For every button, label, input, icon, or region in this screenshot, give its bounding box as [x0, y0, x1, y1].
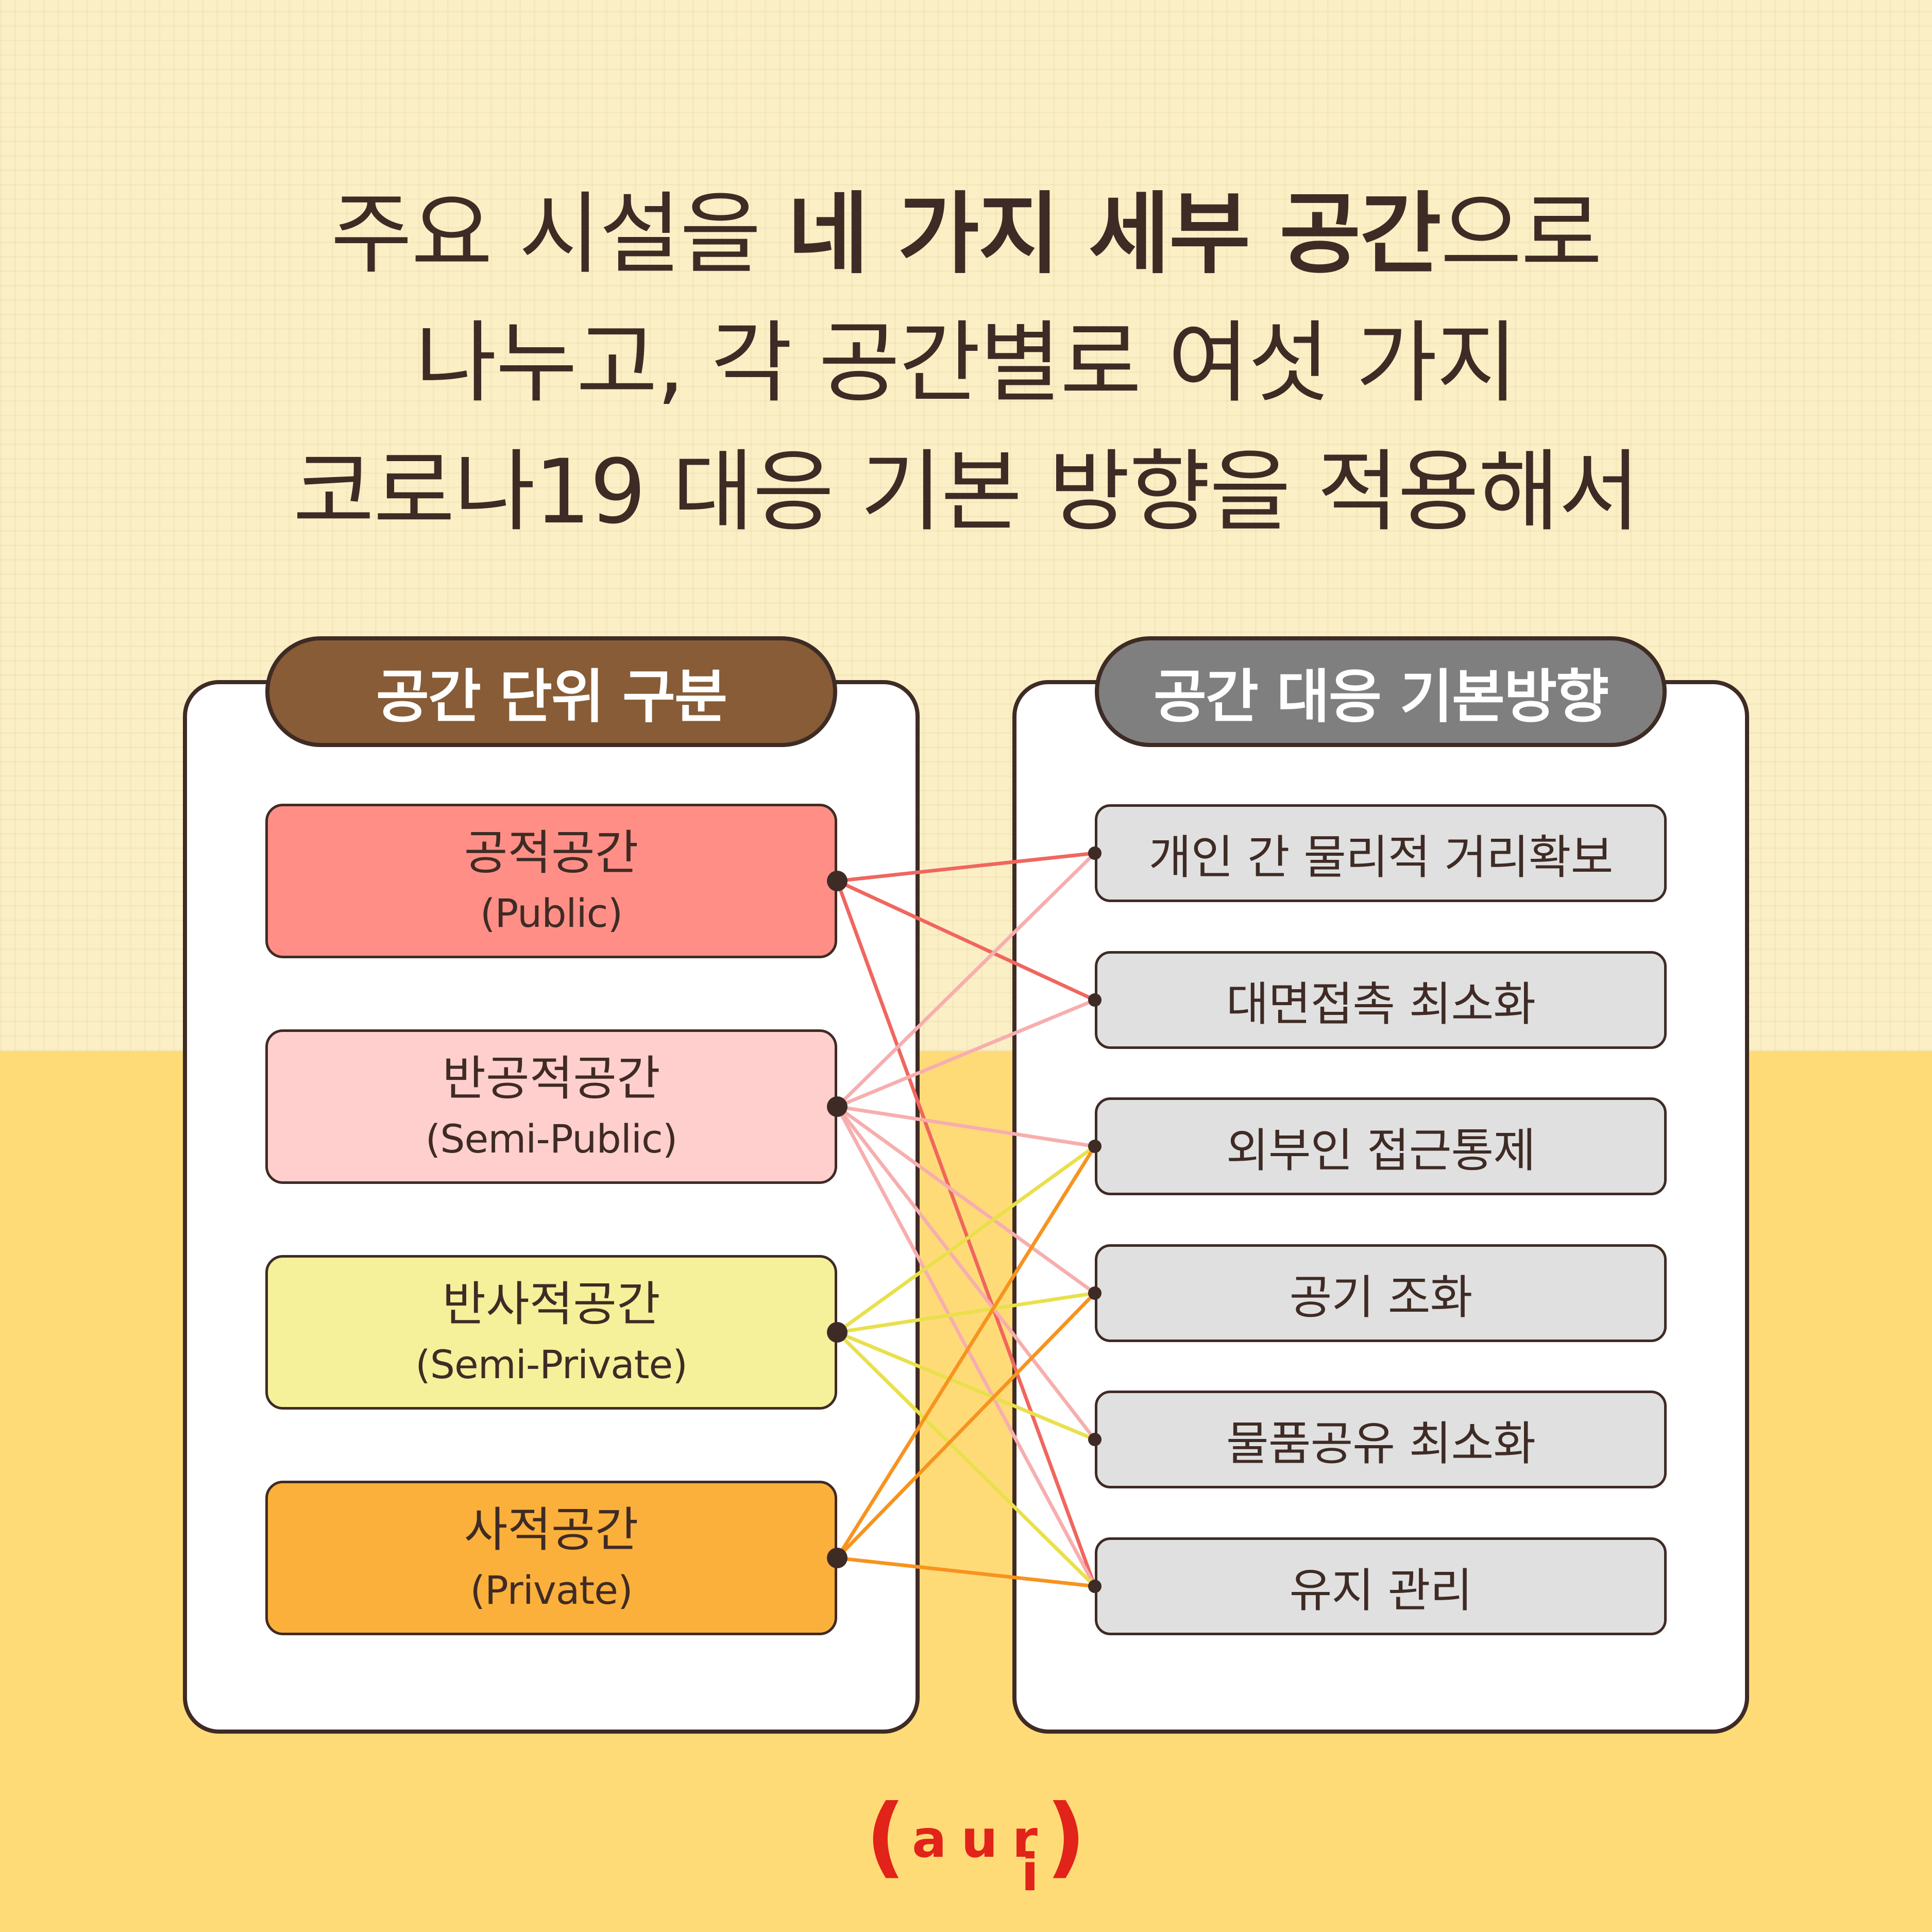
space-unit-title: 공간 단위 구분 [265, 636, 837, 747]
connection-line [837, 851, 1095, 883]
category-private: 사적공간 (Private) [265, 1481, 837, 1635]
logo-word: aur [912, 1809, 1052, 1869]
category-label-en: (Semi-Private) [415, 1341, 688, 1387]
category-public: 공적공간 (Public) [265, 804, 837, 958]
headline: 주요 시설을 네 가지 세부 공간으로 나누고, 각 공간별로 여섯 가지 코로… [0, 170, 1932, 556]
connection-line [836, 1292, 1096, 1560]
connection-line [835, 1106, 1097, 1587]
target-dot [1088, 1286, 1101, 1300]
connection-line [837, 1291, 1095, 1334]
source-dot [827, 1322, 848, 1343]
headline-line-1: 주요 시설을 네 가지 세부 공간으로 [330, 182, 1602, 286]
target-dot [1088, 1433, 1101, 1446]
category-label: 사적공간 [464, 1502, 639, 1557]
source-dot [827, 871, 848, 891]
logo-paren-right: ) [1046, 1786, 1086, 1888]
direction-minimize-contact: 대면접촉 최소화 [1095, 951, 1667, 1049]
direction-maintenance: 유지 관리 [1095, 1537, 1667, 1635]
headline-emphasis: 네 가지 세부 공간 [787, 182, 1441, 286]
connection-line [836, 1330, 1096, 1442]
target-dot [1088, 1580, 1101, 1593]
target-dot [1088, 993, 1101, 1007]
connection-line [836, 852, 1096, 1108]
category-label-en: (Private) [470, 1567, 633, 1613]
source-dot [827, 1096, 848, 1117]
direction-physical-distance: 개인 간 물리적 거리확보 [1095, 804, 1667, 902]
connection-line [837, 1105, 1095, 1148]
category-label: 공적공간 [464, 825, 639, 880]
target-dot [1088, 1140, 1101, 1153]
connection-line [836, 1105, 1096, 1295]
connection-line [836, 1331, 1096, 1588]
response-direction-title: 공간 대응 기본방향 [1095, 636, 1667, 747]
auri-logo: ( aur i ) [850, 1786, 1086, 1922]
connection-line [835, 880, 1097, 1587]
category-label: 반사적공간 [442, 1276, 660, 1332]
connection-line [836, 1145, 1096, 1334]
connection-line [836, 879, 1096, 1002]
target-dot [1088, 846, 1101, 860]
direction-air-conditioning: 공기 조화 [1095, 1244, 1667, 1342]
connection-line [836, 1145, 1096, 1559]
direction-access-control: 외부인 접근통제 [1095, 1097, 1667, 1195]
category-semi-private: 반사적공간 (Semi-Private) [265, 1255, 837, 1410]
category-label: 반공적공간 [442, 1050, 660, 1106]
category-label-en: (Public) [480, 890, 623, 936]
category-semi-public: 반공적공간 (Semi-Public) [265, 1029, 837, 1184]
connection-line [837, 1556, 1095, 1588]
logo-paren-left: ( [866, 1786, 906, 1888]
category-label-en: (Semi-Public) [425, 1115, 678, 1162]
logo-sub: i [1021, 1842, 1039, 1903]
connection-line [836, 1105, 1096, 1441]
headline-line-3: 코로나19 대응 기본 방향을 적용해서 [293, 440, 1640, 544]
source-dot [827, 1548, 848, 1568]
headline-line-2: 나누고, 각 공간별로 여섯 가지 [415, 311, 1518, 415]
connection-line [836, 998, 1096, 1109]
